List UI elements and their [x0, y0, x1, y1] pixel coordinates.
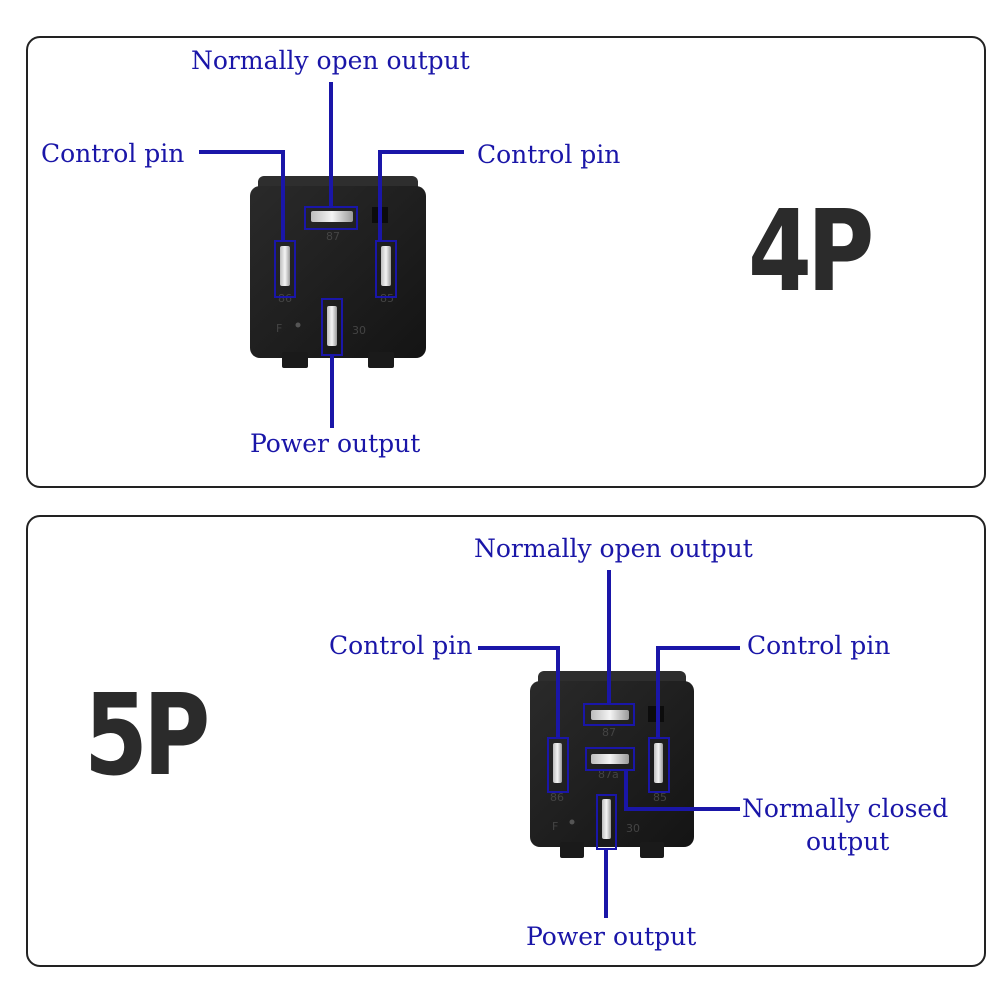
relay-4p-pin-85-num: 85 [380, 292, 394, 305]
relay-4p-dot [295, 322, 301, 328]
relay-4p-pin-87-num: 87 [326, 230, 340, 243]
relay-5p-box-87a [585, 747, 635, 771]
relay-4p-pin-86 [280, 246, 290, 286]
relay-4p-foot-right [368, 352, 394, 368]
title-4p: 4P [748, 187, 874, 317]
relay-4p-pin-86-num: 86 [278, 292, 292, 305]
title-5p: 5P [84, 671, 210, 801]
relay-5p-mark: F [552, 820, 558, 833]
relay-5p-pin-87-num: 87 [602, 726, 616, 739]
label-5p-control-pin-right: Control pin [747, 631, 891, 660]
relay-5p-pin-86-num: 86 [550, 791, 564, 804]
relay-4p: F 87 86 85 30 [250, 176, 426, 368]
label-4p-power-output: Power output [250, 429, 421, 458]
label-4p-normally-open: Normally open output [191, 46, 470, 75]
label-4p-control-pin-left: Control pin [41, 139, 185, 168]
relay-5p-dot [569, 819, 575, 825]
label-5p-power-output: Power output [526, 922, 697, 951]
relay-4p-pin-85 [381, 246, 391, 286]
relay-5p-pin-86 [553, 743, 562, 783]
relay-5p-pin-85 [654, 743, 663, 783]
relay-4p-mark: F [276, 322, 282, 335]
relay-5p: F 87 87a 86 85 30 [530, 671, 694, 858]
leader-5p-control-right [656, 646, 740, 738]
label-5p-normally-closed-output: output [806, 827, 890, 856]
leader-4p-control-right [378, 150, 464, 241]
relay-4p-foot-left [282, 352, 308, 368]
label-5p-normally-closed: Normally closed [742, 794, 949, 823]
relay-4p-box-85 [375, 240, 397, 298]
relay-5p-foot-left [560, 842, 584, 858]
label-5p-control-pin-left: Control pin [329, 631, 473, 660]
relay-5p-pin-87a [591, 754, 629, 764]
relay-5p-pin-87a-num: 87a [598, 768, 619, 781]
panel-5p [26, 515, 986, 967]
leader-4p-control-left [199, 150, 285, 241]
label-5p-normally-open: Normally open output [474, 534, 753, 563]
relay-5p-pin-30-num: 30 [626, 822, 640, 835]
relay-5p-foot-right [640, 842, 664, 858]
relay-5p-pin-85-num: 85 [653, 791, 667, 804]
relay-4p-pin-30 [327, 306, 337, 346]
relay-5p-pin-87 [591, 710, 629, 720]
relay-4p-pin-87 [311, 211, 353, 222]
leader-5p-nc [624, 770, 740, 811]
panel-4p [26, 36, 986, 488]
relay-4p-pin-30-num: 30 [352, 324, 366, 337]
relay-5p-pin-30 [602, 799, 611, 839]
leader-5p-control-left [478, 646, 560, 738]
label-4p-control-pin-right: Control pin [477, 140, 621, 169]
